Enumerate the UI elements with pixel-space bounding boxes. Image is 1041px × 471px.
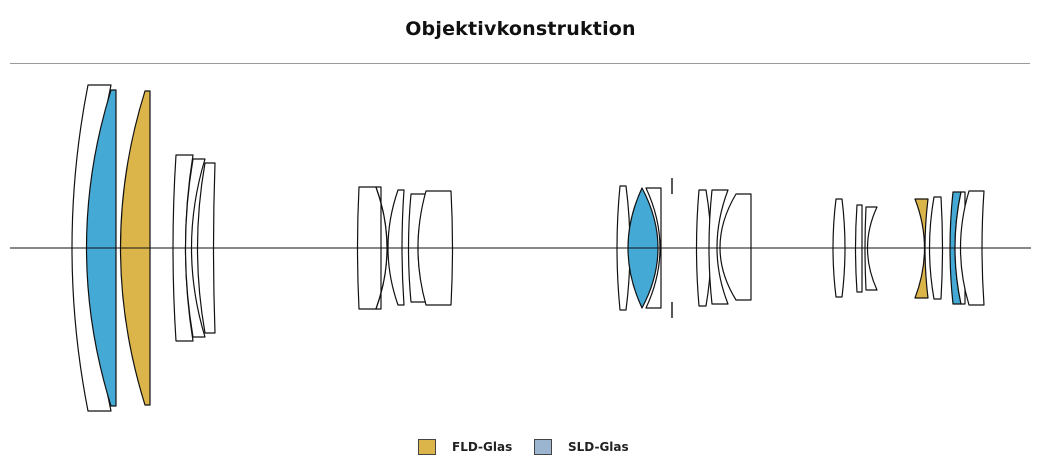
legend-swatch-sld [534,439,552,455]
lens-element-5 [184,158,206,338]
legend-label-sld: SLD-Glas [568,440,629,454]
lens-element-21-fld [914,198,929,299]
legend-item-sld: SLD-Glas [534,437,629,457]
lens-element-20 [864,206,878,291]
legend-swatch-fld [418,439,436,455]
lens-element-17 [719,193,752,301]
title-divider [10,63,1030,64]
lens-element-16 [708,189,729,305]
diagram-title: Objektivkonstruktion [405,18,636,40]
legend-label-fld: FLD-Glas [452,440,513,454]
lens-element-14 [645,187,662,309]
legend-item-fld: FLD-Glas [418,437,512,457]
